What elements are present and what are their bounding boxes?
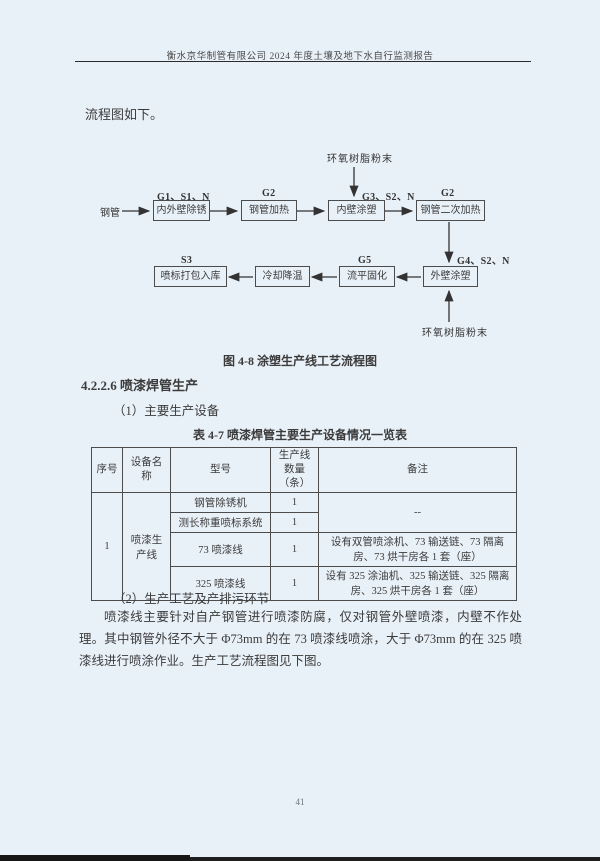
cell-model: 325 喷漆线 xyxy=(170,566,271,601)
cell-count: 1 xyxy=(270,566,319,601)
flow-input-label: 钢管 xyxy=(100,208,120,219)
subsection-1-label: （1）主要生产设备 xyxy=(113,404,220,418)
page-number: 41 xyxy=(295,797,305,807)
cell-note: 设有双管喷涂机、73 输送链、73 隔离房、73 烘干房各 1 套（座） xyxy=(318,532,517,567)
flow-tag-packing: S3 xyxy=(181,255,193,266)
cell-count: 1 xyxy=(270,512,319,533)
cell-model: 73 喷漆线 xyxy=(170,532,271,567)
subsection-2-label: （2）生产工艺及产排污环节 xyxy=(113,592,270,606)
flow-box-packing: 喷标打包入库 xyxy=(154,266,227,287)
table-title: 表 4-7 喷漆焊管主要生产设备情况一览表 xyxy=(193,428,407,442)
section-heading: 4.2.2.6 喷漆焊管生产 xyxy=(81,378,199,393)
report-header-title: 衡水京华制管有限公司 2024 年度土壤及地下水自行监测报告 xyxy=(166,52,434,62)
header-rule xyxy=(75,61,531,62)
col-header-model: 型号 xyxy=(170,447,271,493)
intro-text: 流程图如下。 xyxy=(85,107,164,122)
flow-box-second-heating: 钢管二次加热 xyxy=(416,200,485,221)
equipment-table: 序号 设备名称 型号 生产线数量（条） 备注 1 喷漆生产线 钢管除锈机 1 -… xyxy=(91,447,517,601)
flow-box-inner-coating: 内壁涂塑 xyxy=(328,200,385,221)
flow-box-cooling: 冷却降温 xyxy=(255,266,310,287)
material-label-bottom: 环氧树脂粉末 xyxy=(422,328,488,339)
table-row: 1 喷漆生产线 钢管除锈机 1 -- xyxy=(91,492,517,601)
flow-tag-heating: G2 xyxy=(262,188,276,199)
scan-bottom-edge xyxy=(0,857,600,861)
flow-box-outer-coating: 外壁涂塑 xyxy=(423,266,478,287)
cell-count: 1 xyxy=(270,532,319,567)
flow-box-derust: 内外壁除锈 xyxy=(153,200,210,221)
col-header-device: 设备名称 xyxy=(122,447,171,493)
scan-bottom-edge-left xyxy=(0,855,190,861)
cell-device-name: 喷漆生产线 xyxy=(122,492,171,601)
flow-tag-second-heating: G2 xyxy=(441,188,455,199)
table-row: 325 喷漆线 1 设有 325 涂油机、325 输送链、325 隔离房、325… xyxy=(92,566,517,601)
col-header-count: 生产线数量（条） xyxy=(270,447,319,493)
figure-caption: 图 4-8 涂塑生产线工艺流程图 xyxy=(223,354,377,368)
cell-count: 1 xyxy=(270,492,319,513)
flow-tag-derust: G1、S1、N xyxy=(157,192,210,203)
flow-box-leveling: 流平固化 xyxy=(339,266,395,287)
flow-tag-leveling: G5 xyxy=(358,255,372,266)
col-header-note: 备注 xyxy=(318,447,517,493)
flow-tag-inner-coating: G3、S2、N xyxy=(362,192,415,203)
cell-model: 钢管除锈机 xyxy=(170,492,271,513)
table-header-row: 序号 设备名称 型号 生产线数量（条） 备注 xyxy=(91,447,517,493)
cell-note: 设有 325 涂油机、325 输送链、325 隔离房、325 烘干房各 1 套（… xyxy=(318,566,517,601)
table-row: 测长称重喷标系统 1 xyxy=(92,512,517,533)
flow-tag-outer-coating: G4、S2、N xyxy=(457,256,510,267)
process-paragraph: 喷漆线主要针对自产钢管进行喷漆防腐，仅对钢管外壁喷漆，内壁不作处理。其中钢管外径… xyxy=(79,610,522,668)
cell-model: 测长称重喷标系统 xyxy=(170,512,271,533)
col-header-seq: 序号 xyxy=(91,447,123,493)
cell-note: -- xyxy=(318,492,517,533)
cell-seq: 1 xyxy=(91,492,123,601)
material-label-top: 环氧树脂粉末 xyxy=(327,154,393,165)
flow-box-heating: 钢管加热 xyxy=(241,200,297,221)
